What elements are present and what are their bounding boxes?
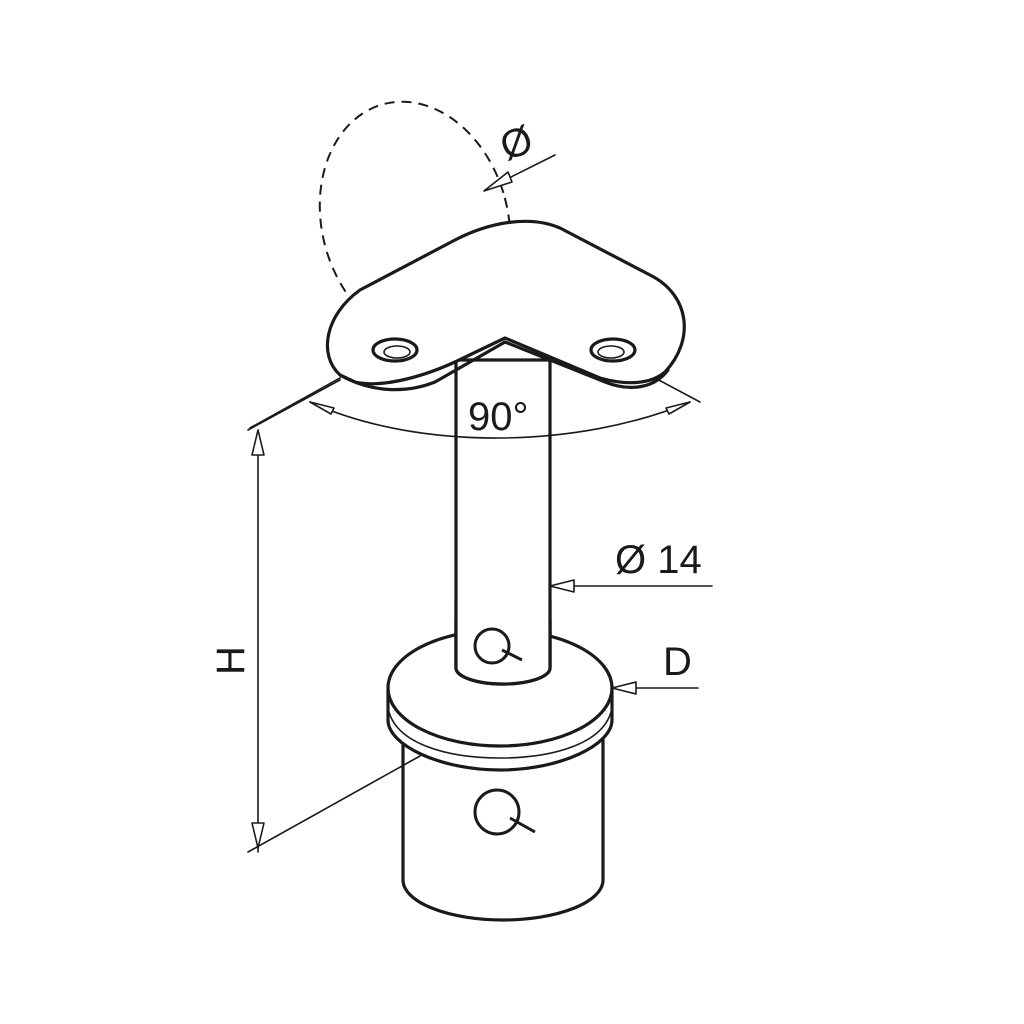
height-dimension: H [209,379,421,853]
height-arrow-bottom [251,822,265,849]
tube-lower-section [454,598,552,686]
q-logo-icon [473,788,536,836]
angle-label: 90° [468,395,529,439]
height-label: H [209,646,253,675]
handrail-outline-dashed [318,100,512,344]
mounting-hole-right-inner [597,345,625,359]
angle-dimension: 90° [249,377,701,439]
tube-diameter-dimension: Ø 14 [549,538,713,593]
mounting-hole-right [589,337,637,363]
base-diameter-dimension: D [611,640,699,695]
tube-diameter-arrow [549,579,575,593]
base-diameter-arrow [611,681,637,695]
height-arrow-top [251,429,265,456]
saddle-diameter-label: Ø [494,117,538,169]
angle-arrow-right [665,401,691,415]
tube-diameter-label: Ø 14 [615,538,702,582]
saddle-diameter-dimension: Ø [483,117,556,192]
saddle-diameter-arrow [483,171,513,192]
saddle-plate [325,219,686,392]
base-cylinder [386,618,614,922]
mounting-hole-left [371,337,419,363]
q-logo-icon [473,627,523,665]
angle-arrow-left [309,401,335,415]
mounting-hole-left-inner [383,345,411,359]
base-diameter-label: D [663,640,692,684]
